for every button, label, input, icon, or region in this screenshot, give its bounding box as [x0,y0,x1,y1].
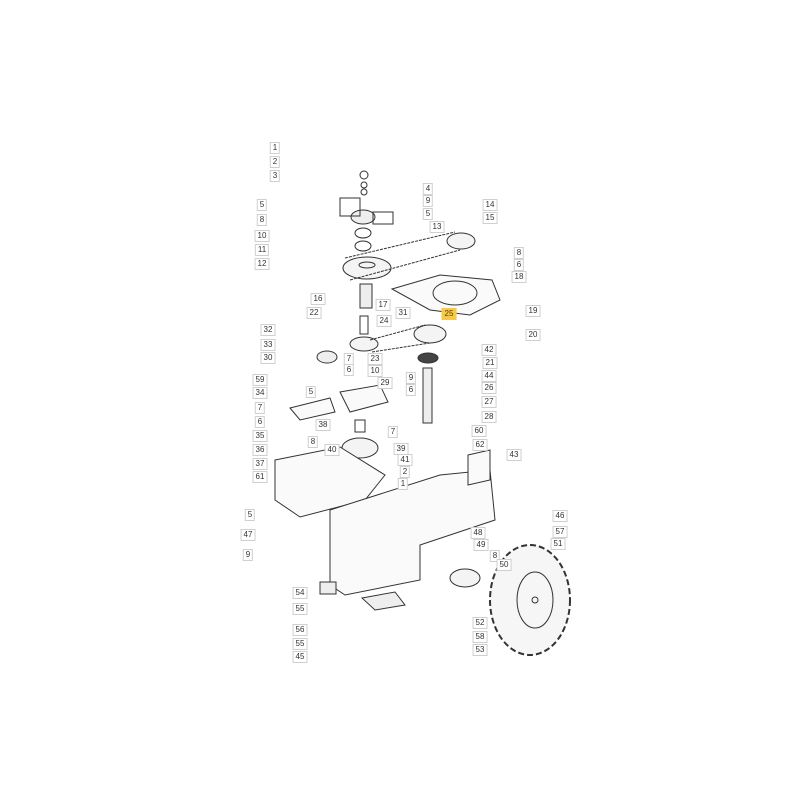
part-label[interactable]: 14 [482,199,498,211]
part-label[interactable]: 9 [242,549,254,561]
part-label[interactable]: 56 [292,624,308,636]
part-label[interactable]: 53 [472,644,488,656]
part-label[interactable]: 24 [376,315,392,327]
part-label[interactable]: 54 [292,587,308,599]
part-label[interactable]: 40 [324,444,340,456]
part-label[interactable]: 16 [310,293,326,305]
part-label[interactable]: 36 [252,444,268,456]
part-label[interactable]: 26 [481,382,497,394]
part-label[interactable]: 8 [489,550,501,562]
part-label[interactable]: 20 [525,329,541,341]
part-label[interactable]: 4 [422,183,434,195]
part-label[interactable]: 2 [269,156,281,168]
part-label[interactable]: 62 [472,439,488,451]
part-label[interactable]: 1 [397,478,409,490]
part-label[interactable]: 60 [471,425,487,437]
part-label[interactable]: 35 [252,430,268,442]
part-label[interactable]: 13 [429,221,445,233]
part-label[interactable]: 41 [397,454,413,466]
part-label[interactable]: 51 [550,538,566,550]
part-label[interactable]: 5 [244,509,256,521]
part-label[interactable]: 29 [377,377,393,389]
part-label[interactable]: 28 [481,411,497,423]
part-label[interactable]: 33 [260,339,276,351]
part-label[interactable]: 46 [552,510,568,522]
part-label[interactable]: 19 [525,305,541,317]
part-label[interactable]: 32 [260,324,276,336]
part-label[interactable]: 27 [481,396,497,408]
part-label[interactable]: 15 [482,212,498,224]
part-label[interactable]: 10 [367,365,383,377]
part-label[interactable]: 17 [375,299,391,311]
part-label[interactable]: 23 [367,353,383,365]
part-label[interactable]: 6 [405,384,417,396]
part-label[interactable]: 2 [399,466,411,478]
part-label-highlighted[interactable]: 25 [441,308,457,320]
lower-belt-assembly [289,283,447,459]
part-label[interactable]: 6 [254,416,266,428]
part-label[interactable]: 11 [254,244,270,256]
part-label[interactable]: 3 [269,170,281,182]
part-label[interactable]: 47 [240,529,256,541]
part-label[interactable]: 49 [473,539,489,551]
part-label[interactable]: 42 [481,344,497,356]
part-label[interactable]: 37 [252,458,268,470]
part-label[interactable]: 31 [395,307,411,319]
part-label[interactable]: 48 [470,527,486,539]
part-label[interactable]: 8 [307,436,319,448]
part-label[interactable]: 7 [254,402,266,414]
mounting-plate [390,274,501,316]
part-label[interactable]: 55 [292,603,308,615]
wheel [489,544,571,656]
part-label[interactable]: 5 [305,386,317,398]
part-label[interactable]: 8 [513,247,525,259]
part-label[interactable]: 12 [254,258,270,270]
part-label[interactable]: 55 [292,638,308,650]
part-label[interactable]: 44 [481,370,497,382]
part-label[interactable]: 6 [513,259,525,271]
part-label[interactable]: 34 [252,387,268,399]
part-label[interactable]: 10 [254,230,270,242]
part-label[interactable]: 18 [511,271,527,283]
part-label[interactable]: 30 [260,352,276,364]
part-label[interactable]: 7 [387,426,399,438]
part-label[interactable]: 22 [306,307,322,319]
part-label[interactable]: 50 [496,559,512,571]
part-label[interactable]: 9 [422,195,434,207]
upper-belt-assembly [339,170,476,281]
part-label[interactable]: 45 [292,651,308,663]
part-label[interactable]: 1 [269,142,281,154]
part-label[interactable]: 58 [472,631,488,643]
part-label[interactable]: 57 [552,526,568,538]
part-label[interactable]: 43 [506,449,522,461]
part-label[interactable]: 5 [422,208,434,220]
part-label[interactable]: 6 [343,364,355,376]
part-label[interactable]: 61 [252,471,268,483]
part-label[interactable]: 9 [405,372,417,384]
gearbox-housing [274,446,496,611]
part-label[interactable]: 38 [315,419,331,431]
part-label[interactable]: 5 [256,199,268,211]
part-label[interactable]: 59 [252,374,268,386]
part-label[interactable]: 21 [482,357,498,369]
part-label[interactable]: 52 [472,617,488,629]
part-label[interactable]: 8 [256,214,268,226]
